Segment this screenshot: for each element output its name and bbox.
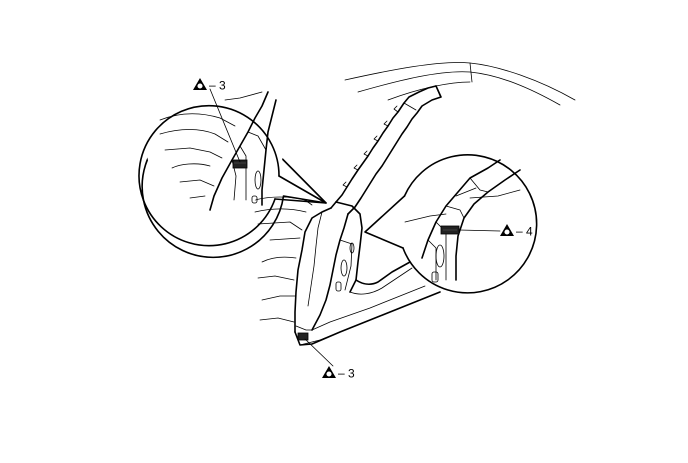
detail-callout-upper-left <box>138 75 327 259</box>
bottom-weld-area <box>297 332 334 367</box>
roof-structure <box>344 62 576 106</box>
triangle-weld-symbol-icon <box>500 224 514 236</box>
detail-upper-left-structure <box>159 91 277 211</box>
callout-upper-left: – 3 <box>193 78 226 93</box>
callout-bottom: – 3 <box>322 366 355 381</box>
callout-value-bottom: 3 <box>348 367 355 381</box>
interior-structure <box>254 196 313 323</box>
callout-right: – 4 <box>500 224 533 239</box>
callout-value-right: 4 <box>526 225 533 239</box>
leader-line-bottom <box>304 338 334 367</box>
svg-text:–: – <box>516 224 523 238</box>
svg-text:–: – <box>338 366 345 380</box>
svg-text:–: – <box>209 78 216 92</box>
b-pillar-body <box>294 201 413 333</box>
detail-callout-right <box>364 153 538 294</box>
leader-line-right <box>458 229 501 232</box>
a-pillar <box>330 85 442 215</box>
callout-value-upper-left: 3 <box>219 79 226 93</box>
triangle-weld-symbol-icon <box>193 78 207 90</box>
triangle-weld-symbol-icon <box>322 366 336 378</box>
rocker-sill <box>294 285 441 346</box>
weld-spot-bottom <box>297 332 309 341</box>
leader-line-upper-left <box>209 88 241 163</box>
weld-spot-upper-left <box>232 159 248 169</box>
